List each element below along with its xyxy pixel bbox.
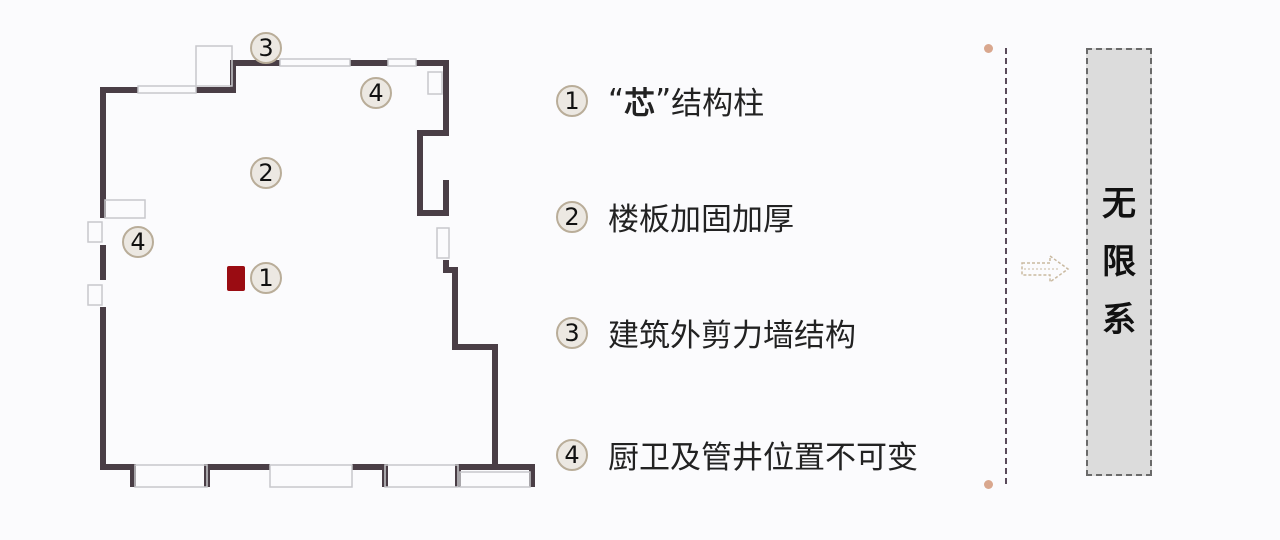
marker-1: 1 — [250, 262, 282, 294]
fixture — [104, 199, 146, 219]
number-icon: 1 — [556, 84, 588, 117]
number-icon: 4 — [556, 438, 588, 471]
window — [134, 464, 208, 488]
legend-text: 楼板加固加厚 — [608, 202, 794, 238]
legend-item-4: 4 厨卫及管井位置不可变 — [556, 432, 918, 477]
core-column — [227, 266, 245, 291]
legend-key: 芯 — [624, 86, 656, 122]
result-box: 无 限 系 — [1086, 48, 1152, 476]
quote-open: “ — [608, 82, 625, 119]
result-char: 系 — [1102, 300, 1136, 340]
wall — [352, 464, 388, 487]
wall — [416, 60, 449, 216]
window — [387, 58, 417, 67]
window — [279, 58, 351, 67]
marker-2: 2 — [250, 157, 282, 189]
fixture — [195, 45, 233, 87]
fixture — [87, 221, 103, 243]
bracket — [1005, 48, 1007, 484]
legend-item-2: 2 楼板加固加厚 — [556, 194, 794, 239]
quote-close: ” — [655, 82, 672, 119]
number-icon: 2 — [556, 200, 588, 233]
wall — [196, 60, 280, 93]
marker-4-left: 4 — [122, 226, 154, 258]
window — [137, 85, 197, 94]
result-char: 限 — [1102, 242, 1136, 282]
bracket-dot-top — [984, 44, 993, 53]
floor-plan — [87, 45, 535, 488]
window — [384, 464, 459, 488]
fixture — [427, 71, 443, 95]
fixture — [436, 227, 450, 259]
wall — [204, 464, 270, 487]
window — [459, 471, 531, 488]
arrow-right-icon — [1021, 254, 1070, 284]
wall — [455, 464, 495, 487]
wall — [443, 260, 535, 487]
wall — [100, 307, 136, 487]
bracket-dot-bottom — [984, 480, 993, 489]
legend-item-1: 1 “ 芯 ” 结构柱 — [556, 78, 764, 123]
marker-4-top: 4 — [360, 77, 392, 109]
number-icon: 3 — [556, 316, 588, 349]
legend-item-3: 3 建筑外剪力墙结构 — [556, 310, 856, 355]
result-char: 无 — [1102, 184, 1136, 224]
marker-3: 3 — [250, 32, 282, 64]
legend-text: 厨卫及管井位置不可变 — [608, 440, 918, 476]
legend-text: 建筑外剪力墙结构 — [608, 318, 856, 354]
fixture — [87, 284, 103, 306]
wall — [100, 87, 138, 218]
window — [269, 464, 353, 488]
legend-text: 结构柱 — [671, 86, 765, 122]
